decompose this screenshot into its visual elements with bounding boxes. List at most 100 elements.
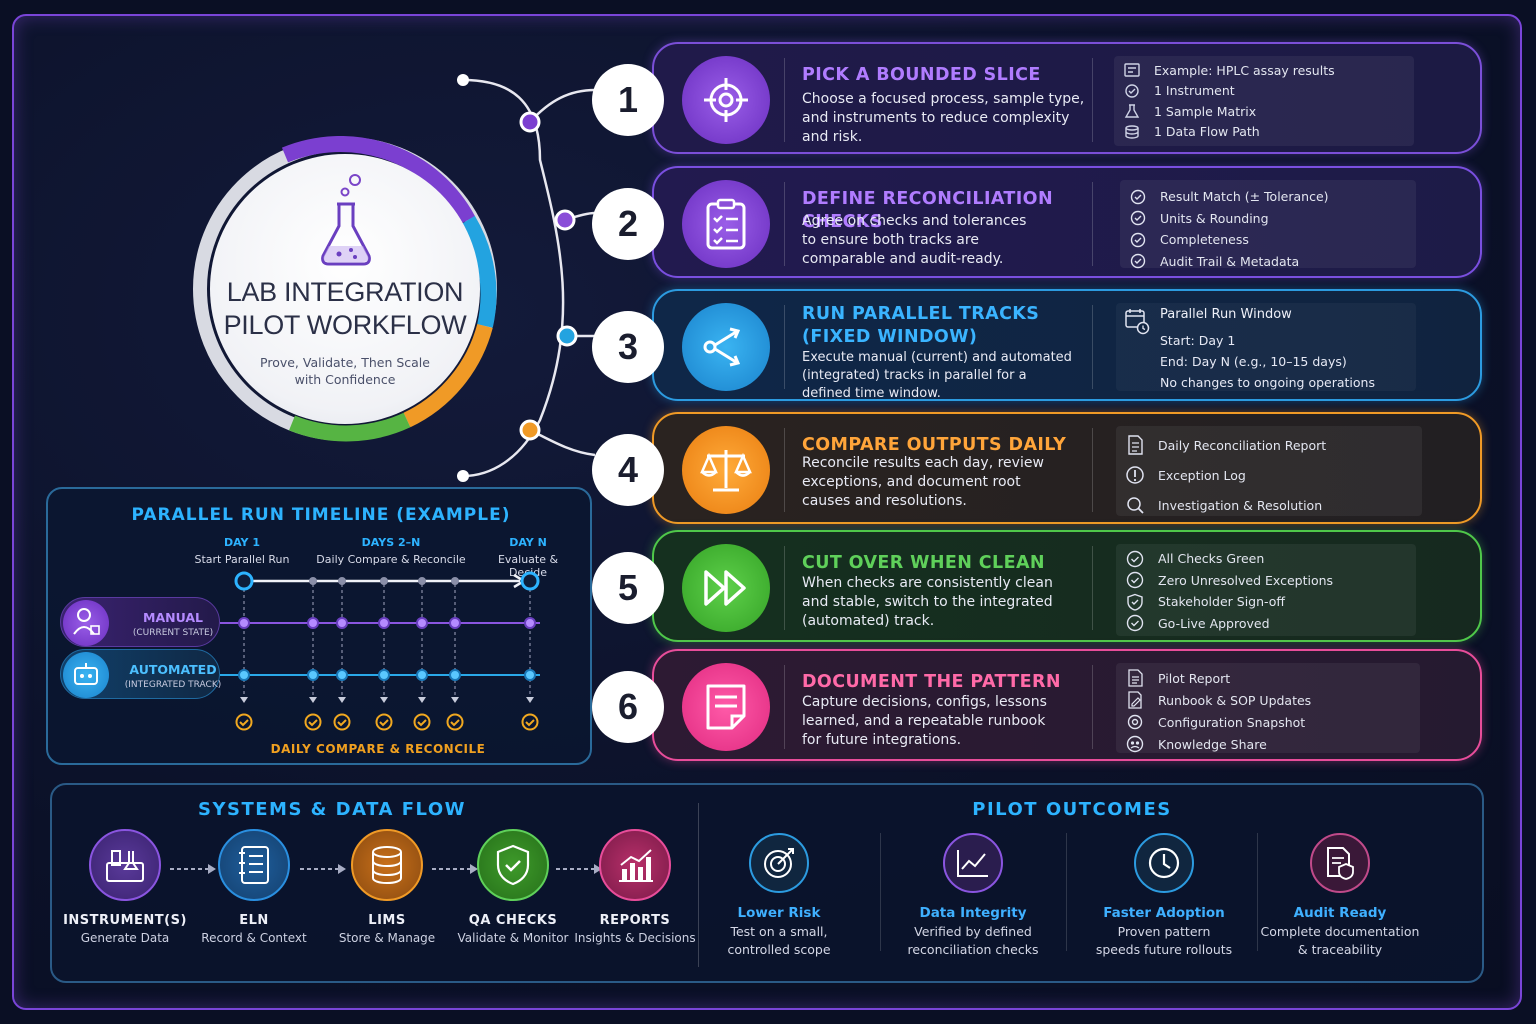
clock-icon (1134, 833, 1194, 893)
flow-node-sub: Record & Context (201, 931, 307, 945)
step-card-2: 2 DEFINE RECONCILIATION CHECKS Agree on … (592, 166, 1482, 278)
outcome-audit-ready: Audit Ready Complete documentation & tra… (1250, 833, 1430, 959)
step-number: 4 (592, 434, 664, 506)
flow-node-name: ELN (239, 913, 269, 928)
list-item: Investigation & Resolution (1126, 490, 1422, 520)
flow-node-sub: Insights & Decisions (574, 931, 696, 945)
flow-node-qa-checks: QA CHECKS Validate & Monitor (448, 829, 578, 945)
step-side-list: Example: HPLC assay results 1 Instrument… (1114, 56, 1414, 146)
people-icon (1126, 735, 1144, 753)
beaker-icon (1124, 104, 1140, 118)
list-item: 1 Instrument (1124, 81, 1414, 102)
step-title: DEFINE RECONCILIATION CHECKS (802, 189, 1054, 232)
step-side-list: Daily Reconciliation Report Exception Lo… (1116, 426, 1422, 516)
step-description: Choose a focused process, sample type, a… (802, 91, 1085, 145)
exclamation-circle-icon (1126, 466, 1144, 484)
track-name: MANUAL (143, 610, 203, 625)
track-name: AUTOMATED (129, 662, 217, 677)
step-description: Agree on checks and tolerances to ensure… (802, 213, 1027, 267)
systems-title: SYSTEMS & DATA FLOW (198, 799, 466, 820)
step-side-list: Pilot Report Runbook & SOP Updates Confi… (1116, 663, 1420, 753)
notebook-icon (218, 829, 290, 901)
instrument-icon (1124, 63, 1140, 77)
shield-check-icon (1127, 593, 1143, 611)
flow-node-eln: ELN Record & Context (189, 829, 319, 945)
flow-node-name: REPORTS (599, 913, 671, 928)
check-circle-icon (1130, 211, 1146, 226)
hero-subtitle: Prove, Validate, Then Scale with Confide… (260, 355, 430, 387)
track-sub: (INTEGRATED TRACK) (124, 680, 222, 690)
edit-doc-icon (1128, 691, 1142, 709)
gear-icon (1127, 714, 1143, 730)
step-side-list: Parallel Run Window Start: Day 1 End: Da… (1116, 303, 1416, 391)
parallel-run-timeline: PARALLEL RUN TIMELINE (EXAMPLE) DAY 1 St… (46, 487, 592, 765)
database-icon (1125, 125, 1139, 139)
calendar-clock-icon (1125, 309, 1150, 335)
flow-arrow (300, 864, 346, 874)
step-side-list: All Checks Green Zero Unresolved Excepti… (1116, 544, 1416, 636)
track-manual: MANUAL (CURRENT STATE) (60, 597, 220, 647)
side-title: Parallel Run Window (1160, 307, 1292, 322)
step-title: CUT OVER WHEN CLEAN (802, 553, 1045, 573)
flow-node-name: INSTRUMENT(S) (63, 913, 187, 928)
target-icon (682, 56, 770, 144)
outcome-data-integrity: Data Integrity Verified by defined recon… (878, 833, 1068, 959)
step-description: When checks are consistently clean and s… (802, 575, 1053, 629)
timeline-footer: DAILY COMPARE & RECONCILE (270, 742, 486, 756)
list-item: Runbook & SOP Updates (1126, 689, 1420, 711)
step-description: Execute manual (current) and automated (… (802, 350, 1072, 401)
milestone-day: DAYS 2–N (361, 536, 421, 549)
target-icon (749, 833, 809, 893)
shield-check-icon (477, 829, 549, 901)
list-item: End: Day N (e.g., 10–15 days) (1160, 354, 1347, 369)
flow-node-lims: LIMS Store & Manage (322, 829, 452, 945)
outcome-name: Audit Ready (1293, 905, 1387, 921)
step-number: 3 (592, 311, 664, 383)
list-item: Go-Live Approved (1126, 613, 1416, 635)
flow-node-sub: Store & Manage (338, 931, 436, 945)
flow-node-name: QA CHECKS (468, 913, 558, 928)
list-item: Exception Log (1126, 460, 1422, 490)
step-card-5: 5 CUT OVER WHEN CLEAN When checks are co… (592, 530, 1482, 642)
list-item: No changes to ongoing operations (1160, 375, 1375, 390)
step-number: 2 (592, 188, 664, 260)
note-icon (682, 663, 770, 751)
list-item: Pilot Report (1126, 667, 1420, 689)
milestone-label: Start Parallel Run (194, 553, 290, 566)
check-circle-icon (1126, 572, 1144, 589)
technician-icon (63, 600, 109, 646)
share-branch-icon (682, 303, 770, 391)
outcome-faster-adoption: Faster Adoption Proven pattern speeds fu… (1069, 833, 1259, 959)
list-item: Example: HPLC assay results (1124, 60, 1414, 81)
track-automated: AUTOMATED (INTEGRATED TRACK) (60, 649, 221, 699)
check-circle-icon (1130, 254, 1146, 269)
step-title: PICK A BOUNDED SLICE (802, 65, 1041, 85)
list-item: Audit Trail & Metadata (1130, 251, 1416, 273)
check-circle-icon (1130, 189, 1146, 204)
outcome-lower-risk: Lower Risk Test on a small, controlled s… (684, 833, 874, 959)
outcome-sub: Verified by defined reconciliation check… (907, 924, 1039, 957)
list-item: Completeness (1130, 229, 1416, 251)
step-description: Capture decisions, configs, lessons lear… (802, 694, 1047, 748)
flow-arrow (556, 864, 602, 874)
step-card-3: 3 RUN PARALLEL TRACKS (FIXED WINDOW) Exe… (592, 289, 1482, 401)
outcome-sub: Complete documentation & traceability (1260, 924, 1420, 957)
timeline-graphic (220, 571, 540, 731)
list-item: Zero Unresolved Exceptions (1126, 570, 1416, 592)
list-item: Start: Day 1 (1160, 333, 1236, 348)
report-icon (1128, 669, 1143, 687)
step-card-1: 1 PICK A BOUNDED SLICE Choose a focused … (592, 42, 1482, 154)
check-circle-icon (1126, 550, 1144, 567)
outcome-sub: Proven pattern speeds future rollouts (1095, 924, 1233, 957)
list-item: All Checks Green (1126, 548, 1416, 570)
instrument-icon (89, 829, 161, 901)
flow-node-name: LIMS (368, 913, 406, 928)
step-card-6: 6 DOCUMENT THE PATTERN Capture decisions… (592, 649, 1482, 761)
check-circle-icon (1126, 615, 1144, 632)
list-item: 1 Sample Matrix (1124, 101, 1414, 122)
step-description: Reconcile results each day, review excep… (802, 455, 1044, 509)
list-item: Stakeholder Sign-off (1126, 591, 1416, 613)
flow-node-sub: Generate Data (80, 931, 170, 945)
step-number: 5 (592, 552, 664, 624)
step-number: 6 (592, 671, 664, 743)
